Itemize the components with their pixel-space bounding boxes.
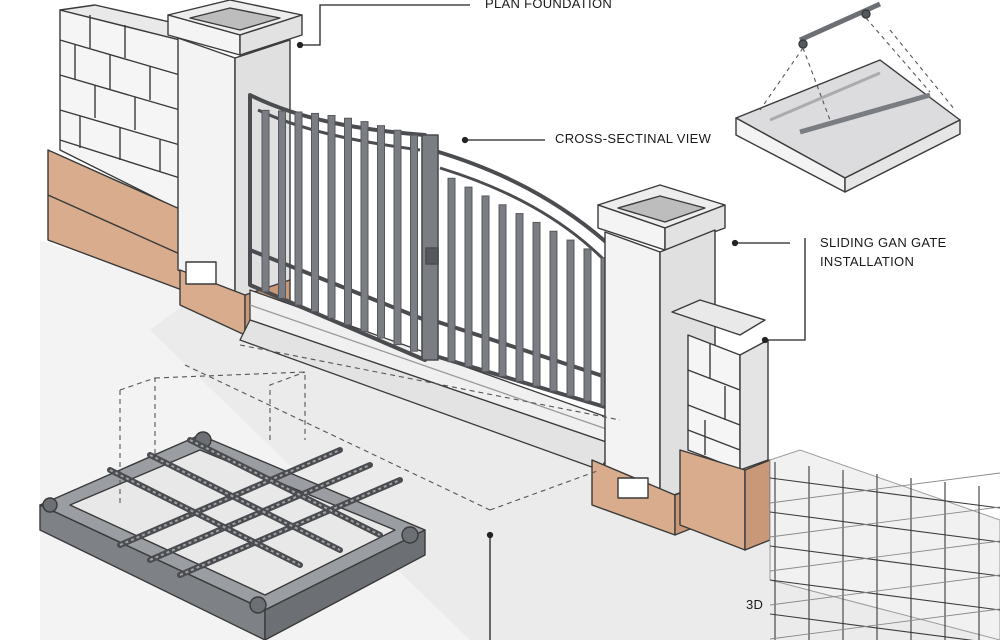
gate-picket [566, 239, 575, 397]
cage-diagonal-bar [769, 574, 1000, 606]
rebar-cage-grid [769, 462, 1000, 640]
projection-lines [119, 344, 621, 511]
cage-horizontal-bar [769, 545, 1000, 577]
gate-picket [481, 195, 490, 372]
rebar-bar [147, 452, 343, 553]
label-plan-foundation: PLAN FOUNDATION [485, 0, 613, 11]
rebar-ribbing [179, 479, 401, 576]
gate-picket [464, 186, 473, 368]
foundation-rebars [107, 437, 403, 578]
gate-pickets [261, 109, 609, 407]
gate-picket [583, 248, 592, 402]
rebar-ribbing [149, 464, 371, 561]
gate-picket [377, 125, 385, 339]
cage-diagonal-bar [769, 540, 1000, 572]
gate-picket [447, 177, 456, 363]
label-3d: 3D [746, 597, 764, 612]
gate-picket [393, 129, 402, 346]
cage-horizontal-bar [769, 613, 974, 640]
gate-picket [360, 121, 369, 332]
label-cross-section: CROSS-SECTINAL VIEW [555, 131, 712, 146]
gate-picket [532, 221, 541, 387]
gate-picket [311, 112, 319, 313]
track-detail [735, 1, 961, 193]
gate-picket [515, 213, 524, 382]
rebar-bar [187, 437, 383, 538]
rebar-ribbing [119, 449, 341, 546]
gate-picket [549, 230, 558, 392]
cage-horizontal-bar [769, 579, 1000, 611]
right-wall [671, 299, 771, 551]
label-sliding-gate-line2: INSTALLATION [820, 254, 915, 269]
cage-diagonal-bar [769, 472, 1000, 504]
gate-picket [327, 115, 336, 319]
rebar-bar [107, 467, 303, 568]
gate-picket [410, 134, 418, 352]
left-wall [47, 4, 206, 291]
cage-diagonal-bar [769, 506, 1000, 538]
cage-diagonal-bar [769, 608, 1000, 640]
gate-picket [278, 110, 286, 299]
cage-horizontal-bar [769, 477, 1000, 509]
gate-picket [294, 111, 303, 306]
gate-picket [261, 109, 270, 293]
leader-lines [296, 4, 806, 640]
rebar-cage [769, 449, 1000, 640]
cage-horizontal-bar [769, 511, 1000, 543]
track-detail-dashes [759, 17, 956, 121]
gate-picket [344, 117, 352, 326]
label-sliding-gate-line1: SLIDING GAN GATE [820, 235, 947, 250]
gate-picket [498, 204, 507, 377]
